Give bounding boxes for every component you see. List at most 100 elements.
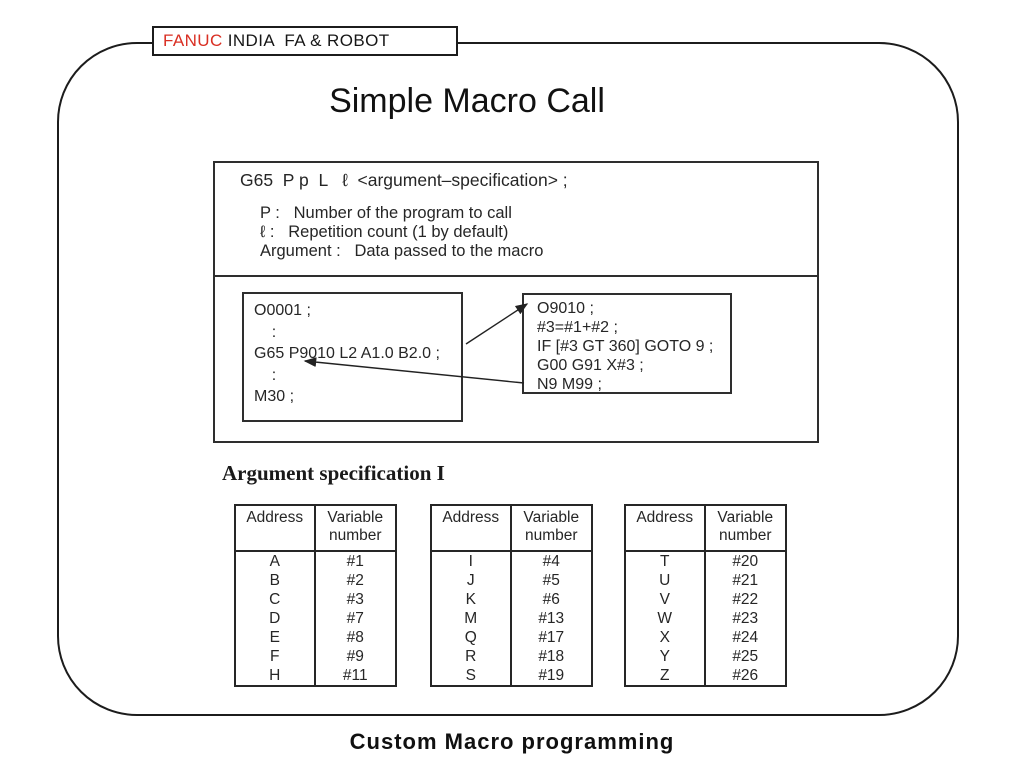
table-row: S#19 [432, 666, 591, 685]
g65-syntax-line: G65 P p L ℓ <argument–specification> ; [240, 170, 568, 190]
macro-program-box: O9010 ;#3=#1+#2 ;IF [#3 GT 360] GOTO 9 ;… [522, 293, 732, 394]
table-cell: A [236, 552, 316, 571]
table-row: J #5 [432, 571, 591, 590]
spec-detail-p: P : Number of the program to call [260, 204, 512, 222]
table-cell: #4 [542, 553, 560, 570]
code-line: G00 G91 X#3 ; [537, 357, 644, 374]
code-line: IF [#3 GT 360] GOTO 9 ; [537, 338, 714, 355]
macro-return-arrow [303, 357, 525, 384]
table-cell: Y [626, 647, 706, 666]
macro-call-arrows [303, 303, 529, 384]
table-cell: I [432, 552, 512, 571]
table-cell: J [432, 571, 512, 590]
table-cell: #19 [538, 667, 565, 684]
table-row: I #4 [432, 552, 591, 571]
column-header-variable-number: Variable number [327, 509, 384, 544]
table-row: F #9 [236, 647, 395, 666]
table-row: C #3 [236, 590, 395, 609]
code-line: O0001 ; [254, 302, 311, 319]
table-cell: D [236, 609, 316, 628]
table-cell: W [626, 609, 706, 628]
table-header-row: Address Variable number [236, 506, 395, 552]
table-row: M #13 [432, 609, 591, 628]
brand-name: FANUC [163, 31, 223, 50]
table-cell: #6 [542, 591, 560, 608]
table-cell: F [236, 647, 316, 666]
table-row: B #2 [236, 571, 395, 590]
column-header-address: Address [432, 506, 512, 550]
table-cell: #22 [732, 591, 759, 608]
table-row: A #1 [236, 552, 395, 571]
table-cell: K [432, 590, 512, 609]
table-cell: E [236, 628, 316, 647]
syntax-spec-section: G65 P p L ℓ <argument–specification> ; P… [215, 163, 817, 277]
table-cell: X [626, 628, 706, 647]
code-line: O9010 ; [537, 300, 594, 317]
column-header-variable-number: Variable number [717, 509, 774, 544]
table-cell: #24 [732, 629, 759, 646]
table-cell: V [626, 590, 706, 609]
table-row: T #20 [626, 552, 785, 571]
slide-footer-title: Custom Macro programming [349, 729, 675, 754]
table-row: Z #26 [626, 666, 785, 685]
slide-title: Simple Macro Call [329, 82, 605, 120]
spec-detail-repetition: ℓ : Repetition count (1 by default) [260, 223, 509, 241]
table-cell: #8 [346, 629, 364, 646]
code-line: : [254, 323, 277, 341]
code-line: : [254, 366, 277, 384]
table-row: U#21 [626, 571, 785, 590]
spec-detail-argument: Argument : Data passed to the macro [260, 242, 544, 260]
table-cell: #26 [732, 667, 759, 684]
code-line: M30 ; [254, 388, 295, 405]
code-line: N9 M99 ; [537, 376, 602, 393]
table-row: K #6 [432, 590, 591, 609]
table-row: R #18 [432, 647, 591, 666]
table-cell: H [236, 666, 316, 685]
table-cell: #20 [732, 553, 759, 570]
table-cell: T [626, 552, 706, 571]
column-header-variable-number: Variable number [523, 509, 580, 544]
table-cell: C [236, 590, 316, 609]
table-cell: #3 [346, 591, 364, 608]
table-cell: #7 [346, 610, 364, 627]
macro-call-diagram: G65 P p L ℓ <argument–specification> ; P… [213, 161, 819, 443]
table-cell: #1 [346, 553, 364, 570]
table-cell: #11 [342, 667, 368, 684]
table-cell: U [626, 571, 706, 590]
header-brand-box: FANUC INDIA FA & ROBOT [152, 26, 458, 56]
table-row: V #22 [626, 590, 785, 609]
table-cell: Q [432, 628, 512, 647]
table-row: X #24 [626, 628, 785, 647]
program-example-section: O0001 ; : G65 P9010 L2 A1.0 B2.0 ; : M30 ;… [215, 277, 817, 439]
column-header-address: Address [236, 506, 316, 550]
table-row: Y #25 [626, 647, 785, 666]
table-header-row: Address Variable number [432, 506, 591, 552]
table-cell: #25 [732, 648, 759, 665]
column-header-address: Address [626, 506, 706, 550]
table-row: D #7 [236, 609, 395, 628]
table-cell: B [236, 571, 316, 590]
argument-spec-heading: Argument specification I [222, 461, 445, 485]
table-cell: R [432, 647, 512, 666]
table-cell: M [432, 609, 512, 628]
macro-call-arrow [465, 303, 529, 345]
header-org-text: INDIA FA & ROBOT [222, 31, 390, 50]
table-row: Q #17 [432, 628, 591, 647]
table-header-row: Address Variable number [626, 506, 785, 552]
table-cell: #18 [538, 648, 565, 665]
main-program-box: O0001 ; : G65 P9010 L2 A1.0 B2.0 ; : M30 ; [242, 292, 463, 422]
code-line: G65 P9010 L2 A1.0 B2.0 ; [254, 345, 440, 362]
table-cell: #2 [346, 572, 364, 589]
table-row: E #8 [236, 628, 395, 647]
table-cell: #13 [538, 610, 565, 627]
table-cell: Z [626, 666, 706, 685]
table-cell: #17 [538, 629, 565, 646]
table-cell: #9 [346, 648, 364, 665]
table-cell: #5 [542, 572, 560, 589]
